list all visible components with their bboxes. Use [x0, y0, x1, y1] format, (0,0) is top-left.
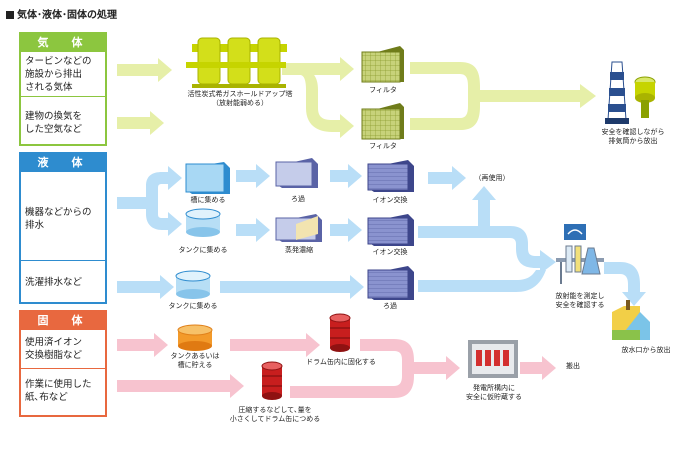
- gas-flows: [117, 57, 596, 138]
- filter-1-icon: [361, 46, 404, 83]
- collection-tank-2-icon: [185, 208, 221, 237]
- liquid-split: [117, 166, 182, 236]
- liquid-item-1: 機器などからの 排水: [25, 207, 92, 231]
- filtration-2-label: ろ過: [383, 302, 397, 310]
- liquid-arrow-top-2: [330, 164, 362, 188]
- liquid-item-2: 洗濯排水など: [25, 277, 83, 288]
- evaporator-label: 蒸発濃縮: [285, 246, 313, 254]
- ion-exchange-1-label: イオン交換: [372, 196, 408, 204]
- solid-separator: [21, 368, 105, 369]
- solid-arrow-1: [117, 333, 168, 357]
- gas-arrow-2: [117, 111, 164, 135]
- liquid-arrow-reuse: [428, 166, 466, 190]
- liquid-arrow-mid-2: [330, 218, 362, 242]
- gas-item-2: 建物の換気を した空気など: [25, 111, 83, 135]
- measurement-icon: [556, 224, 604, 284]
- category-liquid: 液 体 機器などからの 排水 洗濯排水など: [19, 152, 107, 304]
- solid-tank-label: タンクあるいは 槽に貯える: [170, 352, 220, 369]
- liquid-collection-tank-icon: [185, 162, 230, 194]
- filtration-1-label: ろ過: [291, 195, 305, 203]
- gas-item-1: タービンなどの 施設から排出 される気体: [25, 56, 92, 93]
- liquid-separator: [21, 260, 105, 261]
- gas-branch: [300, 69, 354, 138]
- storage-building-icon: [468, 340, 518, 378]
- filter-2-label: フィルタ: [369, 142, 397, 150]
- ion-exchange-2-label: イオン交換: [372, 248, 408, 256]
- liquid-bottom-join: [418, 270, 546, 292]
- exhaust-stack-icon: [605, 61, 656, 124]
- stack-label: 安全を確認しながら 排気筒から放出: [601, 128, 665, 145]
- liquid-merge: [418, 186, 556, 274]
- filtration-1-icon: [275, 158, 318, 188]
- measurement-label: 放射能を測定し 安全を確認する: [555, 292, 605, 309]
- ion-exchange-1-icon: [367, 160, 414, 192]
- liquid-to-outlet: [604, 262, 646, 306]
- storage-label: 発電所構内に 安全に仮貯蔵する: [466, 384, 522, 401]
- solid-tank-icon: [177, 324, 213, 351]
- charcoal-towers-icon: [186, 37, 287, 88]
- carryout-label: 搬出: [566, 362, 580, 370]
- drum-solidify-label: ドラム缶内に固化する: [306, 358, 376, 366]
- ion-exchange-2-icon: [367, 214, 414, 246]
- outlet-label: 放水口から放出: [621, 346, 671, 354]
- gas-separator: [21, 96, 105, 97]
- category-gas: 気 体 タービンなどの 施設から排出 される気体 建物の換気を した空気など: [19, 32, 107, 146]
- liquid-arrow-mid-1: [236, 218, 270, 242]
- filtration-2-icon: [367, 266, 414, 300]
- gas-arrow-1: [117, 58, 172, 82]
- category-gas-head: 気 体: [21, 34, 105, 52]
- outlet-icon: [612, 300, 650, 340]
- solid-flows: [117, 333, 556, 398]
- category-solid: 固 体 使用済イオン 交換樹脂など 作業に使用した 紙､布など: [19, 310, 107, 417]
- solid-arrow-2: [230, 333, 320, 357]
- drum-1-icon: [329, 313, 351, 352]
- evaporator-icon: [275, 214, 322, 242]
- tank-3-label: タンクに集める: [168, 302, 218, 310]
- solid-arrow-3: [117, 374, 244, 398]
- category-liquid-head: 液 体: [21, 154, 105, 172]
- compress-label: 圧縮するなどして､量を 小さくしてドラム缶につめる: [229, 406, 321, 423]
- title-text: 気体･液体･固体の処理: [17, 10, 117, 21]
- liquid-arrow-top-1: [236, 164, 270, 188]
- reuse-label: （再使用）: [474, 174, 510, 182]
- drum-2-icon: [261, 361, 283, 400]
- liquid-arrow-bottom-1: [117, 275, 174, 299]
- liquid-arrow-bottom-2: [220, 275, 364, 299]
- filter-2-icon: [361, 103, 404, 140]
- filter-1-label: フィルタ: [369, 86, 397, 94]
- tank-collect-label: 槽に集める: [190, 196, 226, 204]
- charcoal-tower-label: 活性炭式希ガスホールドアップ塔 （放射能弱める）: [187, 90, 293, 107]
- solid-item-2: 作業に使用した 紙､布など: [25, 379, 92, 403]
- title-bullet-icon: [6, 11, 14, 19]
- solid-item-1: 使用済イオン 交換樹脂など: [25, 337, 83, 361]
- tank-2-label: タンクに集める: [178, 246, 228, 254]
- category-solid-head: 固 体: [21, 312, 105, 330]
- solid-merge: [290, 339, 460, 398]
- collection-tank-3-icon: [175, 270, 211, 299]
- gas-merge: [410, 62, 596, 130]
- diagram-title: 気体･液体･固体の処理: [6, 6, 117, 21]
- liquid-flows: [117, 164, 646, 306]
- solid-arrow-carryout: [520, 356, 556, 380]
